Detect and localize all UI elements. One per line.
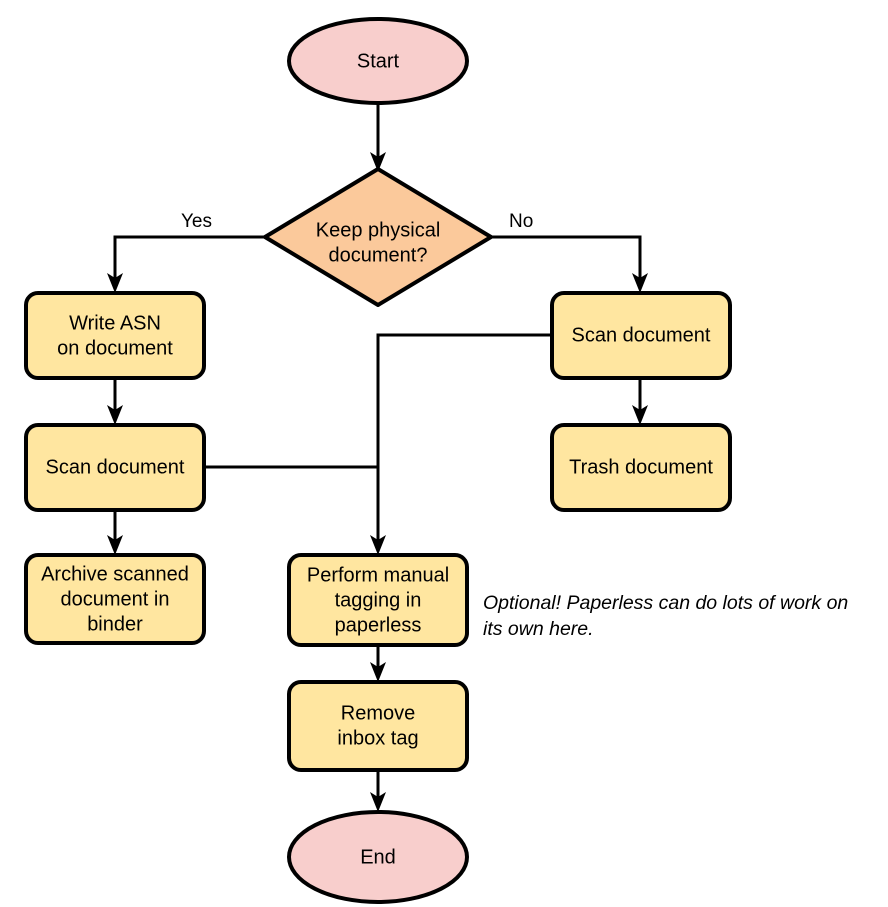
arrowhead-icon: [107, 273, 123, 293]
annotation-optional-note: Optional! Paperless can do lots of work …: [483, 592, 848, 640]
scan-document-right-box[interactable]: [550, 291, 732, 380]
edge-start-to-decision: [370, 103, 386, 172]
arrowhead-icon: [107, 405, 123, 425]
edge-line: [376, 333, 552, 544]
scan-document-left-label: Scan document: [46, 456, 185, 478]
manual-tagging-label-line2: tagging in: [335, 589, 422, 611]
edge-scan-left-to-archive: [107, 510, 123, 555]
node-scan-document-right[interactable]: Scan document: [550, 291, 732, 380]
annotation-line1: Optional! Paperless can do lots of work …: [483, 592, 848, 614]
arrowhead-icon: [370, 535, 386, 555]
edge-decision-no-to-scan-right: No: [491, 211, 648, 293]
node-trash-document[interactable]: Trash document: [550, 423, 732, 512]
manual-tagging-label-line3: paperless: [335, 614, 422, 636]
scan-document-left-box[interactable]: [24, 423, 206, 512]
write-asn-label-line2: on document: [57, 337, 173, 359]
decision-label-line2: document?: [329, 244, 428, 266]
trash-document-label: Trash document: [569, 456, 713, 478]
scan-document-right-label: Scan document: [572, 324, 711, 346]
write-asn-label-line1: Write ASN: [69, 312, 161, 334]
node-scan-document-left[interactable]: Scan document: [24, 423, 206, 512]
remove-inbox-tag-label-line1: Remove: [341, 702, 415, 724]
end-ellipse[interactable]: [287, 810, 469, 904]
archive-binder-label-line3: binder: [87, 613, 143, 635]
edge-line: [491, 235, 642, 282]
edge-label-yes: Yes: [181, 211, 212, 232]
node-layer: Start Keep physical document? Write ASN …: [24, 17, 732, 904]
archive-binder-box[interactable]: [24, 553, 206, 645]
arrowhead-icon: [370, 792, 386, 812]
edge-layer: Yes No: [107, 103, 648, 812]
arrowhead-icon: [632, 405, 648, 425]
archive-binder-label-line2: document in: [61, 588, 170, 610]
edge-label-no: No: [509, 211, 533, 232]
write-asn-box[interactable]: [24, 291, 206, 380]
node-end[interactable]: End: [287, 810, 469, 904]
arrowhead-icon: [370, 662, 386, 682]
node-manual-tagging[interactable]: Perform manual tagging in paperless: [287, 553, 469, 647]
trash-document-box[interactable]: [550, 423, 732, 512]
edge-line: [113, 235, 265, 282]
decision-label-line1: Keep physical: [316, 219, 441, 241]
remove-inbox-tag-label-line2: inbox tag: [337, 727, 418, 749]
arrowhead-icon: [632, 273, 648, 293]
node-write-asn[interactable]: Write ASN on document: [24, 291, 206, 380]
manual-tagging-box[interactable]: [287, 553, 469, 647]
arrowhead-icon: [107, 535, 123, 555]
start-label: Start: [357, 50, 400, 72]
edge-write-asn-to-scan-left: [107, 378, 123, 425]
decision-diamond[interactable]: [263, 167, 493, 307]
archive-binder-label-line1: Archive scanned: [41, 563, 189, 585]
node-decision-keep-physical[interactable]: Keep physical document?: [263, 167, 493, 307]
end-label: End: [360, 846, 396, 868]
arrowhead-icon: [370, 152, 386, 172]
start-ellipse[interactable]: [287, 17, 469, 105]
annotation-line2: its own here.: [483, 618, 594, 640]
node-archive-binder[interactable]: Archive scanned document in binder: [24, 553, 206, 645]
edge-scan-right-to-trash: [632, 378, 648, 425]
remove-inbox-tag-box[interactable]: [287, 680, 469, 772]
edge-tagging-to-remove-inbox: [370, 645, 386, 682]
manual-tagging-label-line1: Perform manual: [307, 564, 449, 586]
node-remove-inbox-tag[interactable]: Remove inbox tag: [287, 680, 469, 772]
edge-scan-right-to-tagging: [370, 333, 552, 555]
edge-decision-yes-to-write-asn: Yes: [107, 211, 265, 293]
node-start[interactable]: Start: [287, 17, 469, 105]
edge-remove-inbox-to-end: [370, 770, 386, 812]
